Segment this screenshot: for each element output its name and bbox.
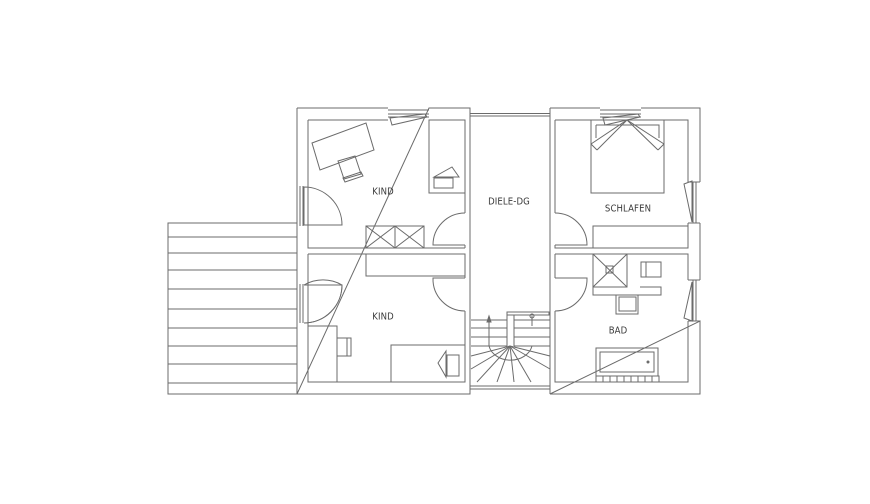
room-label-diele: DIELE-DG — [488, 196, 530, 208]
furniture-bad — [592, 253, 662, 383]
room-label-bad: BAD — [608, 325, 628, 337]
furniture-kind-bottom — [307, 253, 466, 383]
balcony — [167, 222, 298, 395]
windows — [296, 109, 697, 323]
furniture-kind-top — [311, 119, 466, 249]
doors — [303, 186, 588, 324]
window-casements — [389, 113, 693, 322]
room-label-schlafen: SCHLAFEN — [604, 203, 652, 215]
staircase — [470, 311, 551, 383]
room-label-kind-bottom: KIND — [372, 311, 394, 323]
outer-walls — [296, 107, 701, 395]
room-label-kind-top: KIND — [372, 186, 394, 198]
furniture-schlafen — [590, 119, 689, 249]
